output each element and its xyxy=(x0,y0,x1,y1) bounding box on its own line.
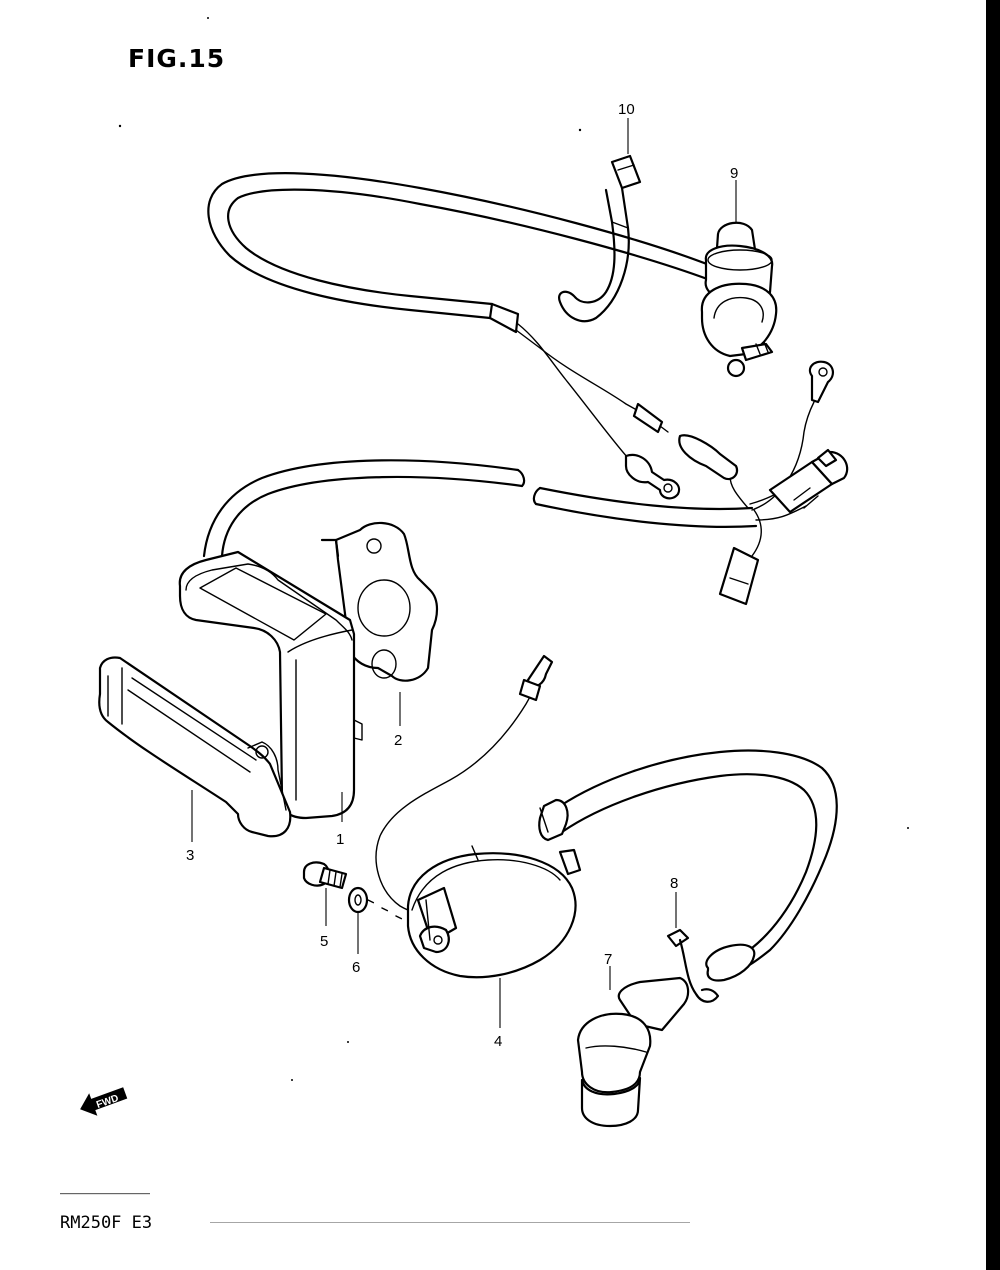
band-strap-part xyxy=(558,154,642,323)
plug-cap-part xyxy=(576,976,690,1128)
callout-8: 8 xyxy=(670,875,678,892)
main-harness xyxy=(202,360,849,606)
rubber-band-part xyxy=(98,656,292,838)
callout-4: 4 xyxy=(494,1033,502,1050)
callout-1: 1 xyxy=(336,831,344,848)
forward-arrow-label: FWD xyxy=(95,1093,120,1111)
callout-5: 5 xyxy=(320,933,328,950)
callout-2: 2 xyxy=(394,732,402,749)
clamp-part xyxy=(666,928,720,1003)
callout-labels: 1 2 3 4 5 6 7 8 9 10 xyxy=(186,101,738,1050)
callout-7: 7 xyxy=(604,951,612,968)
figure-title: FIG.15 xyxy=(128,44,226,73)
callout-3: 3 xyxy=(186,847,194,864)
ignition-coil-part xyxy=(375,654,838,982)
page-edge xyxy=(986,0,1000,1270)
washer-part xyxy=(347,886,405,921)
gasket-plate-part xyxy=(320,521,439,682)
leader-lines xyxy=(191,118,737,1028)
kill-switch-part xyxy=(700,221,778,378)
bolt-part xyxy=(302,861,348,890)
callout-10: 10 xyxy=(618,101,635,118)
callout-6: 6 xyxy=(352,959,360,976)
scan-marks xyxy=(60,17,909,1223)
kill-switch-harness xyxy=(207,172,714,500)
callout-9: 9 xyxy=(730,165,738,182)
forward-arrow-icon: FWD xyxy=(80,1087,128,1116)
model-code: RM250F E3 xyxy=(60,1213,153,1233)
